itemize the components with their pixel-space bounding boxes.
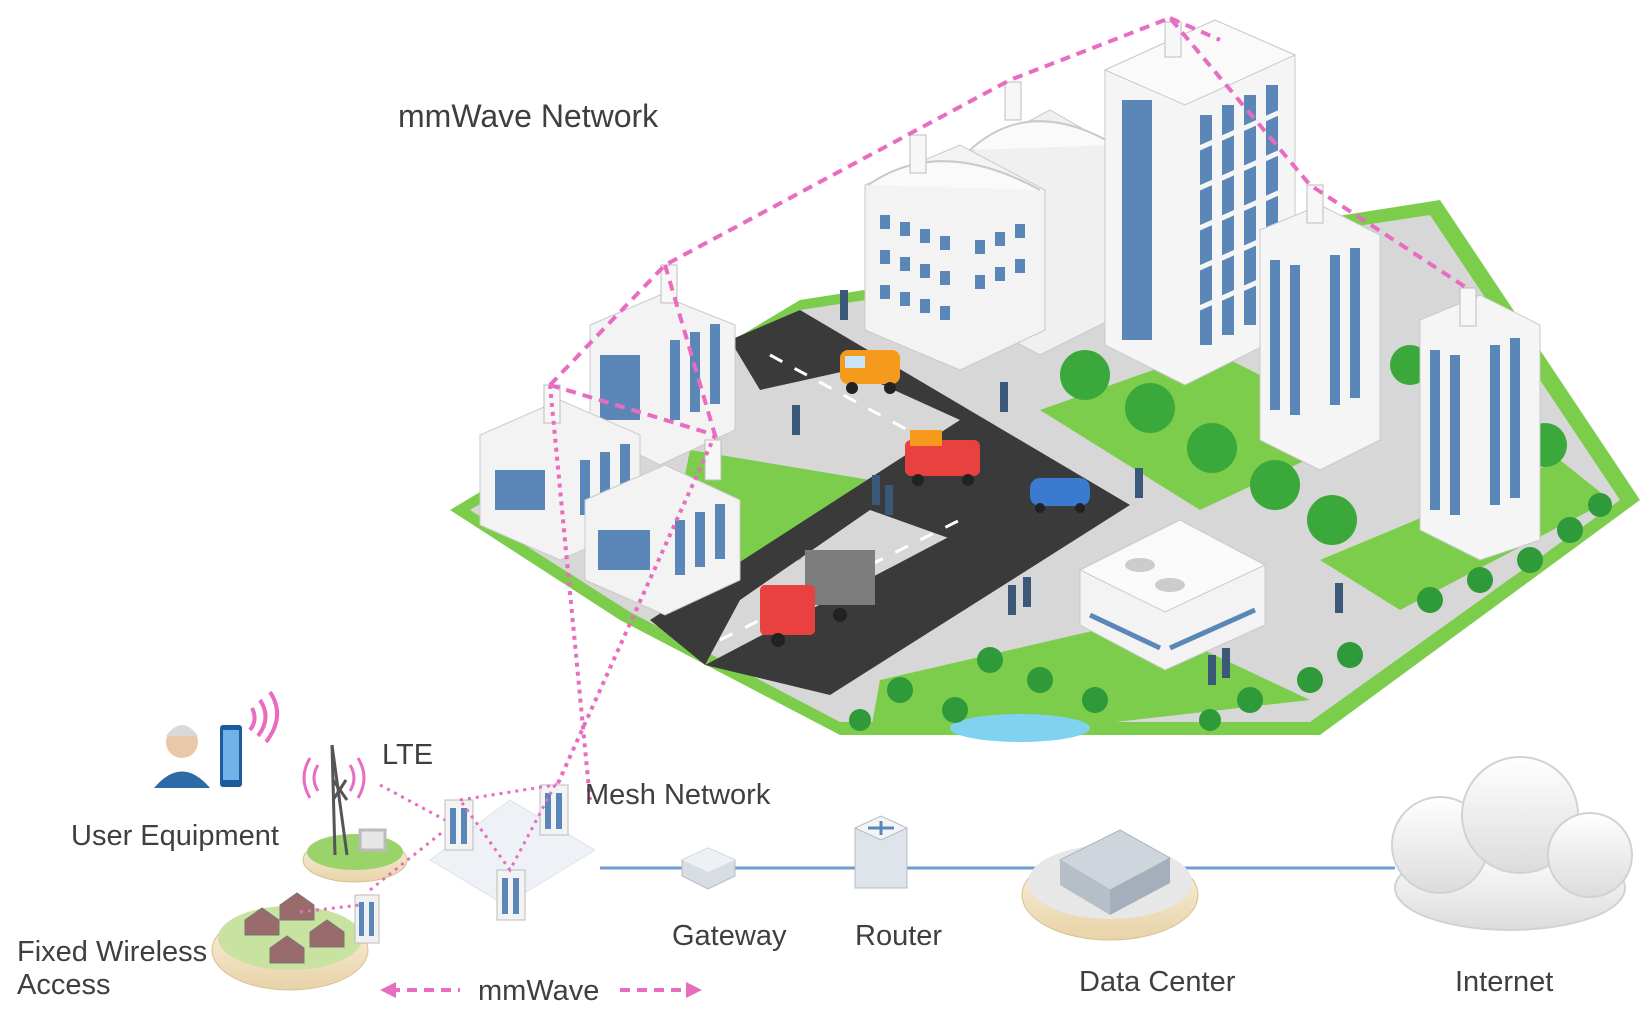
- left-office-rear: [589, 294, 736, 466]
- user-equipment-label: User Equipment: [71, 820, 279, 852]
- lte-label: LTE: [382, 739, 434, 771]
- mesh-node-right-icon: [539, 784, 569, 836]
- internet-cloud-icon: [1391, 756, 1633, 931]
- lte-signal-icon: [302, 757, 366, 799]
- blue-car: [1030, 478, 1090, 513]
- houses-icon: [244, 892, 345, 964]
- mesh-node-bottom-icon: [496, 869, 526, 921]
- mesh-node-left-icon: [444, 799, 474, 851]
- internet-label: Internet: [1455, 966, 1554, 998]
- red-pickup: [905, 430, 980, 486]
- left-office-front-b: [584, 464, 741, 616]
- pond: [950, 714, 1090, 742]
- data-center-icon: [1021, 829, 1199, 941]
- low-building: [1078, 519, 1267, 671]
- mmwave-range-arrow: [380, 982, 702, 998]
- user-person-icon: [154, 725, 210, 788]
- mesh-links: [299, 783, 558, 914]
- smartphone-icon: [220, 725, 242, 787]
- orange-van: [840, 350, 900, 394]
- right-tower: [1419, 294, 1541, 561]
- road-lower: [705, 505, 1130, 695]
- red-truck: [760, 550, 875, 647]
- router-icon: [853, 815, 909, 889]
- data-center-label: Data Center: [1079, 966, 1236, 998]
- fixed-wireless-access-label: Fixed Wireless Access: [17, 936, 208, 1001]
- wireless-signal-icon: [248, 690, 279, 744]
- rooftop-antennas: [543, 21, 1477, 481]
- arched-building-front: [864, 144, 1046, 371]
- mmwave-label: mmWave: [478, 975, 600, 1007]
- pedestrians: [792, 290, 1343, 685]
- mmwave-backhaul: [548, 384, 717, 801]
- gateway-icon: [681, 847, 736, 890]
- gateway-label: Gateway: [672, 920, 787, 952]
- router-label: Router: [855, 920, 943, 952]
- small-tower-icon: [354, 894, 380, 944]
- mesh-network-label: Mesh Network: [585, 779, 771, 811]
- mid-tower-right: [1259, 204, 1381, 471]
- lte-tower-icon: [330, 744, 387, 856]
- bushes: [849, 493, 1612, 731]
- diagram-title: mmWave Network: [398, 98, 659, 134]
